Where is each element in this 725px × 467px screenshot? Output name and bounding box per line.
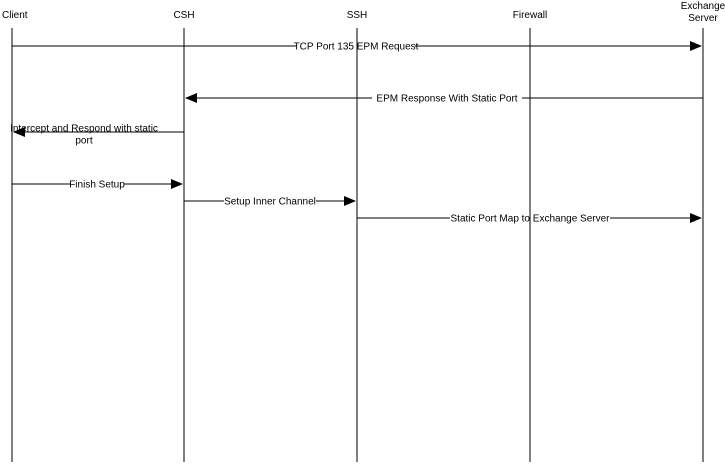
- message-label: EPM Response With Static Port: [376, 94, 517, 105]
- message-arrowhead: [690, 41, 702, 51]
- participant-label-exchange-server: Exchange: [681, 1, 725, 12]
- message-arrowhead: [344, 196, 356, 206]
- message-label: TCP Port 135 EPM Request: [294, 42, 419, 53]
- message-label: Intercept and Respond with static: [10, 124, 158, 135]
- participant-label-exchange-server: Server: [688, 13, 718, 24]
- message-arrowhead: [171, 179, 183, 189]
- participant-label-ssh: SSH: [347, 10, 368, 21]
- message-arrowhead: [185, 93, 197, 103]
- message-label: port: [75, 136, 92, 147]
- participant-label-firewall: Firewall: [513, 10, 547, 21]
- participant-label-csh: CSH: [173, 10, 194, 21]
- message-arrowhead: [13, 127, 25, 137]
- message-label: Finish Setup: [69, 180, 125, 191]
- message-arrowhead: [690, 213, 702, 223]
- message-label: Static Port Map to Exchange Server: [451, 214, 611, 225]
- participant-label-client: Client: [2, 10, 28, 21]
- message-label: Setup Inner Channel: [224, 197, 316, 208]
